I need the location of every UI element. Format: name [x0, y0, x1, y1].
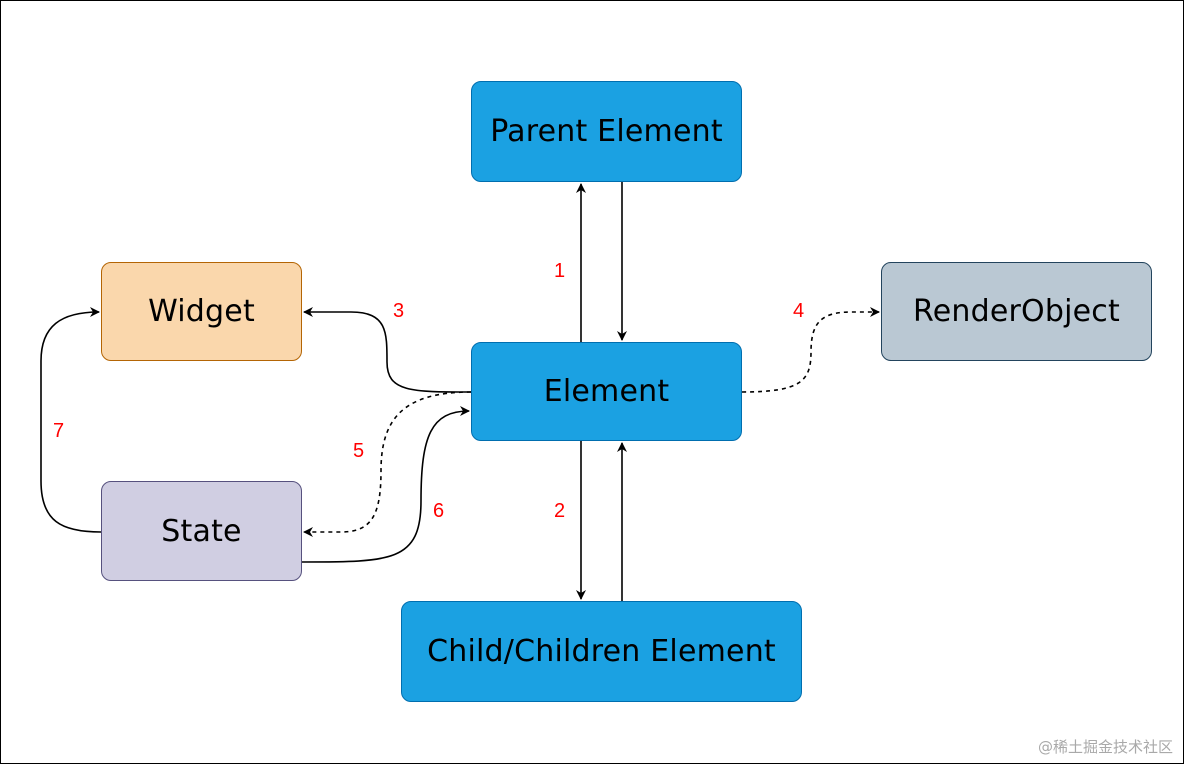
- element-node: Element: [471, 342, 742, 441]
- state-node: State: [101, 481, 302, 581]
- parent-element-node: Parent Element: [471, 81, 742, 182]
- edge-label-4: 4: [793, 300, 805, 322]
- child-element-node: Child/Children Element: [401, 601, 802, 702]
- edge-label-7: 7: [53, 420, 65, 442]
- edge-label-2: 2: [554, 500, 566, 522]
- edge-label-3: 3: [393, 300, 405, 322]
- edge-label-5: 5: [353, 440, 365, 462]
- edge-label-6: 6: [433, 500, 445, 522]
- render-object-node: RenderObject: [881, 262, 1152, 361]
- edge-6-state-to-element: [301, 406, 470, 563]
- edge-7-state-to-widget: [40, 307, 102, 533]
- watermark: @稀土掘金技术社区: [1037, 738, 1173, 756]
- edge-3-element-to-widget: [303, 307, 472, 393]
- edge-label-1: 1: [554, 260, 566, 282]
- widget-node: Widget: [101, 262, 302, 361]
- edge-5-element-to-state: [303, 391, 472, 537]
- edge-4-element-to-render: [741, 307, 880, 393]
